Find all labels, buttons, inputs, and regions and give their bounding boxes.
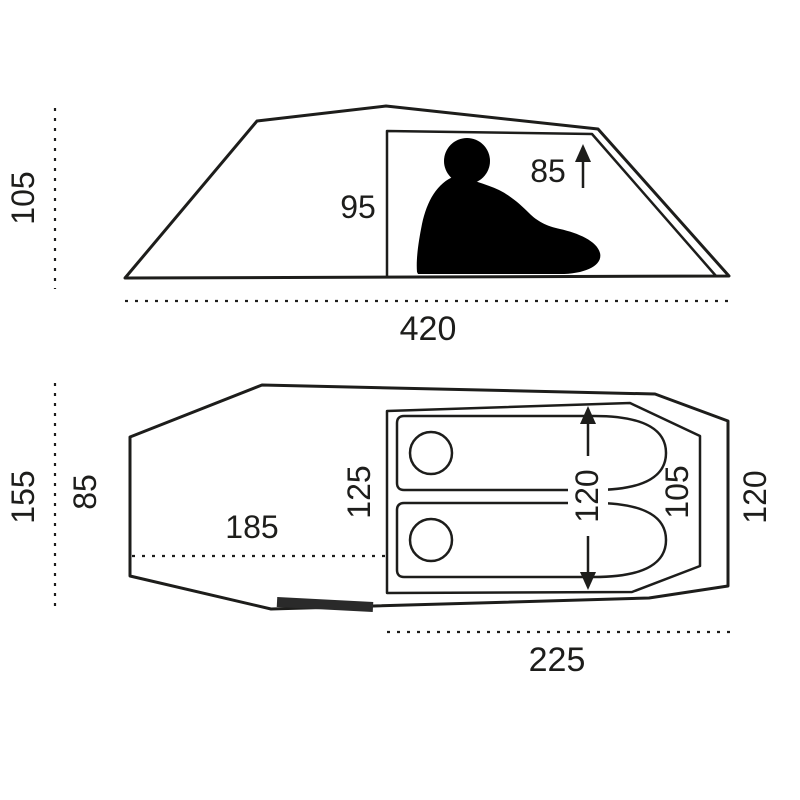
inner-width-arrowhead-down-icon: [580, 572, 596, 590]
dimension-label-height: 105: [5, 171, 41, 224]
tent-side-outline: [123, 104, 731, 280]
dimension-label-rear-width: 85: [67, 474, 103, 510]
sleeping-pad-top: [395, 414, 668, 492]
pillow-bottom: [408, 517, 454, 563]
sleeping-pad-bottom: [395, 501, 668, 579]
person-head: [444, 138, 490, 184]
inner-tent-side-outline: [385, 129, 717, 277]
pillow-top: [408, 430, 454, 476]
person-arm: [470, 190, 516, 230]
dimension-label-length: 420: [400, 310, 457, 348]
dimension-label-total-width: 155: [5, 470, 41, 523]
dimension-label-inner-length: 225: [529, 641, 586, 679]
tent-footprint-outline: [128, 383, 730, 611]
inner-width-arrowhead-up-icon: [580, 406, 596, 424]
inner-tent-footprint: [385, 401, 702, 595]
dimension-label-inner-foot-width: 105: [659, 465, 695, 518]
person-silhouette: [416, 138, 601, 274]
dimension-label-outer-end-width: 120: [737, 470, 773, 523]
dimension-label-inner-height: 95: [340, 189, 376, 225]
dimension-label-inner-width: 120: [569, 469, 605, 522]
dimension-label-head-room: 85: [530, 153, 566, 189]
dimension-label-inner-entry-width: 125: [341, 465, 377, 518]
head-room-arrowhead-icon: [575, 144, 591, 162]
top-view-diagram: 155 85 185 125 120 105 120 225: [5, 383, 773, 679]
entrance-bar: [276, 597, 374, 612]
side-view-diagram: 105 95 85 420: [5, 104, 731, 348]
inner-width-label-mask: [568, 456, 608, 536]
dimension-label-vestibule: 185: [225, 509, 278, 545]
